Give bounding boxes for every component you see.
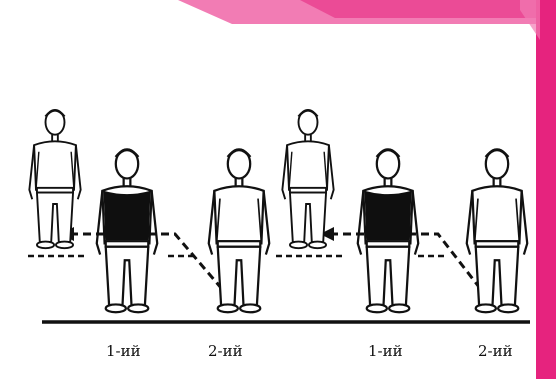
figure-second-right <box>467 149 527 312</box>
formation-diagram <box>0 0 540 379</box>
figure-first-left <box>97 149 157 312</box>
figure-rear-left <box>29 110 80 248</box>
label-first-left: 1-ий <box>106 342 141 360</box>
figure-second-left <box>209 149 269 312</box>
figure-first-right <box>358 149 418 312</box>
label-first-right: 1-ий <box>368 342 403 360</box>
figure-rear-right <box>282 110 333 248</box>
label-second-left: 2-ий <box>208 342 243 360</box>
label-second-right: 2-ий <box>478 342 513 360</box>
